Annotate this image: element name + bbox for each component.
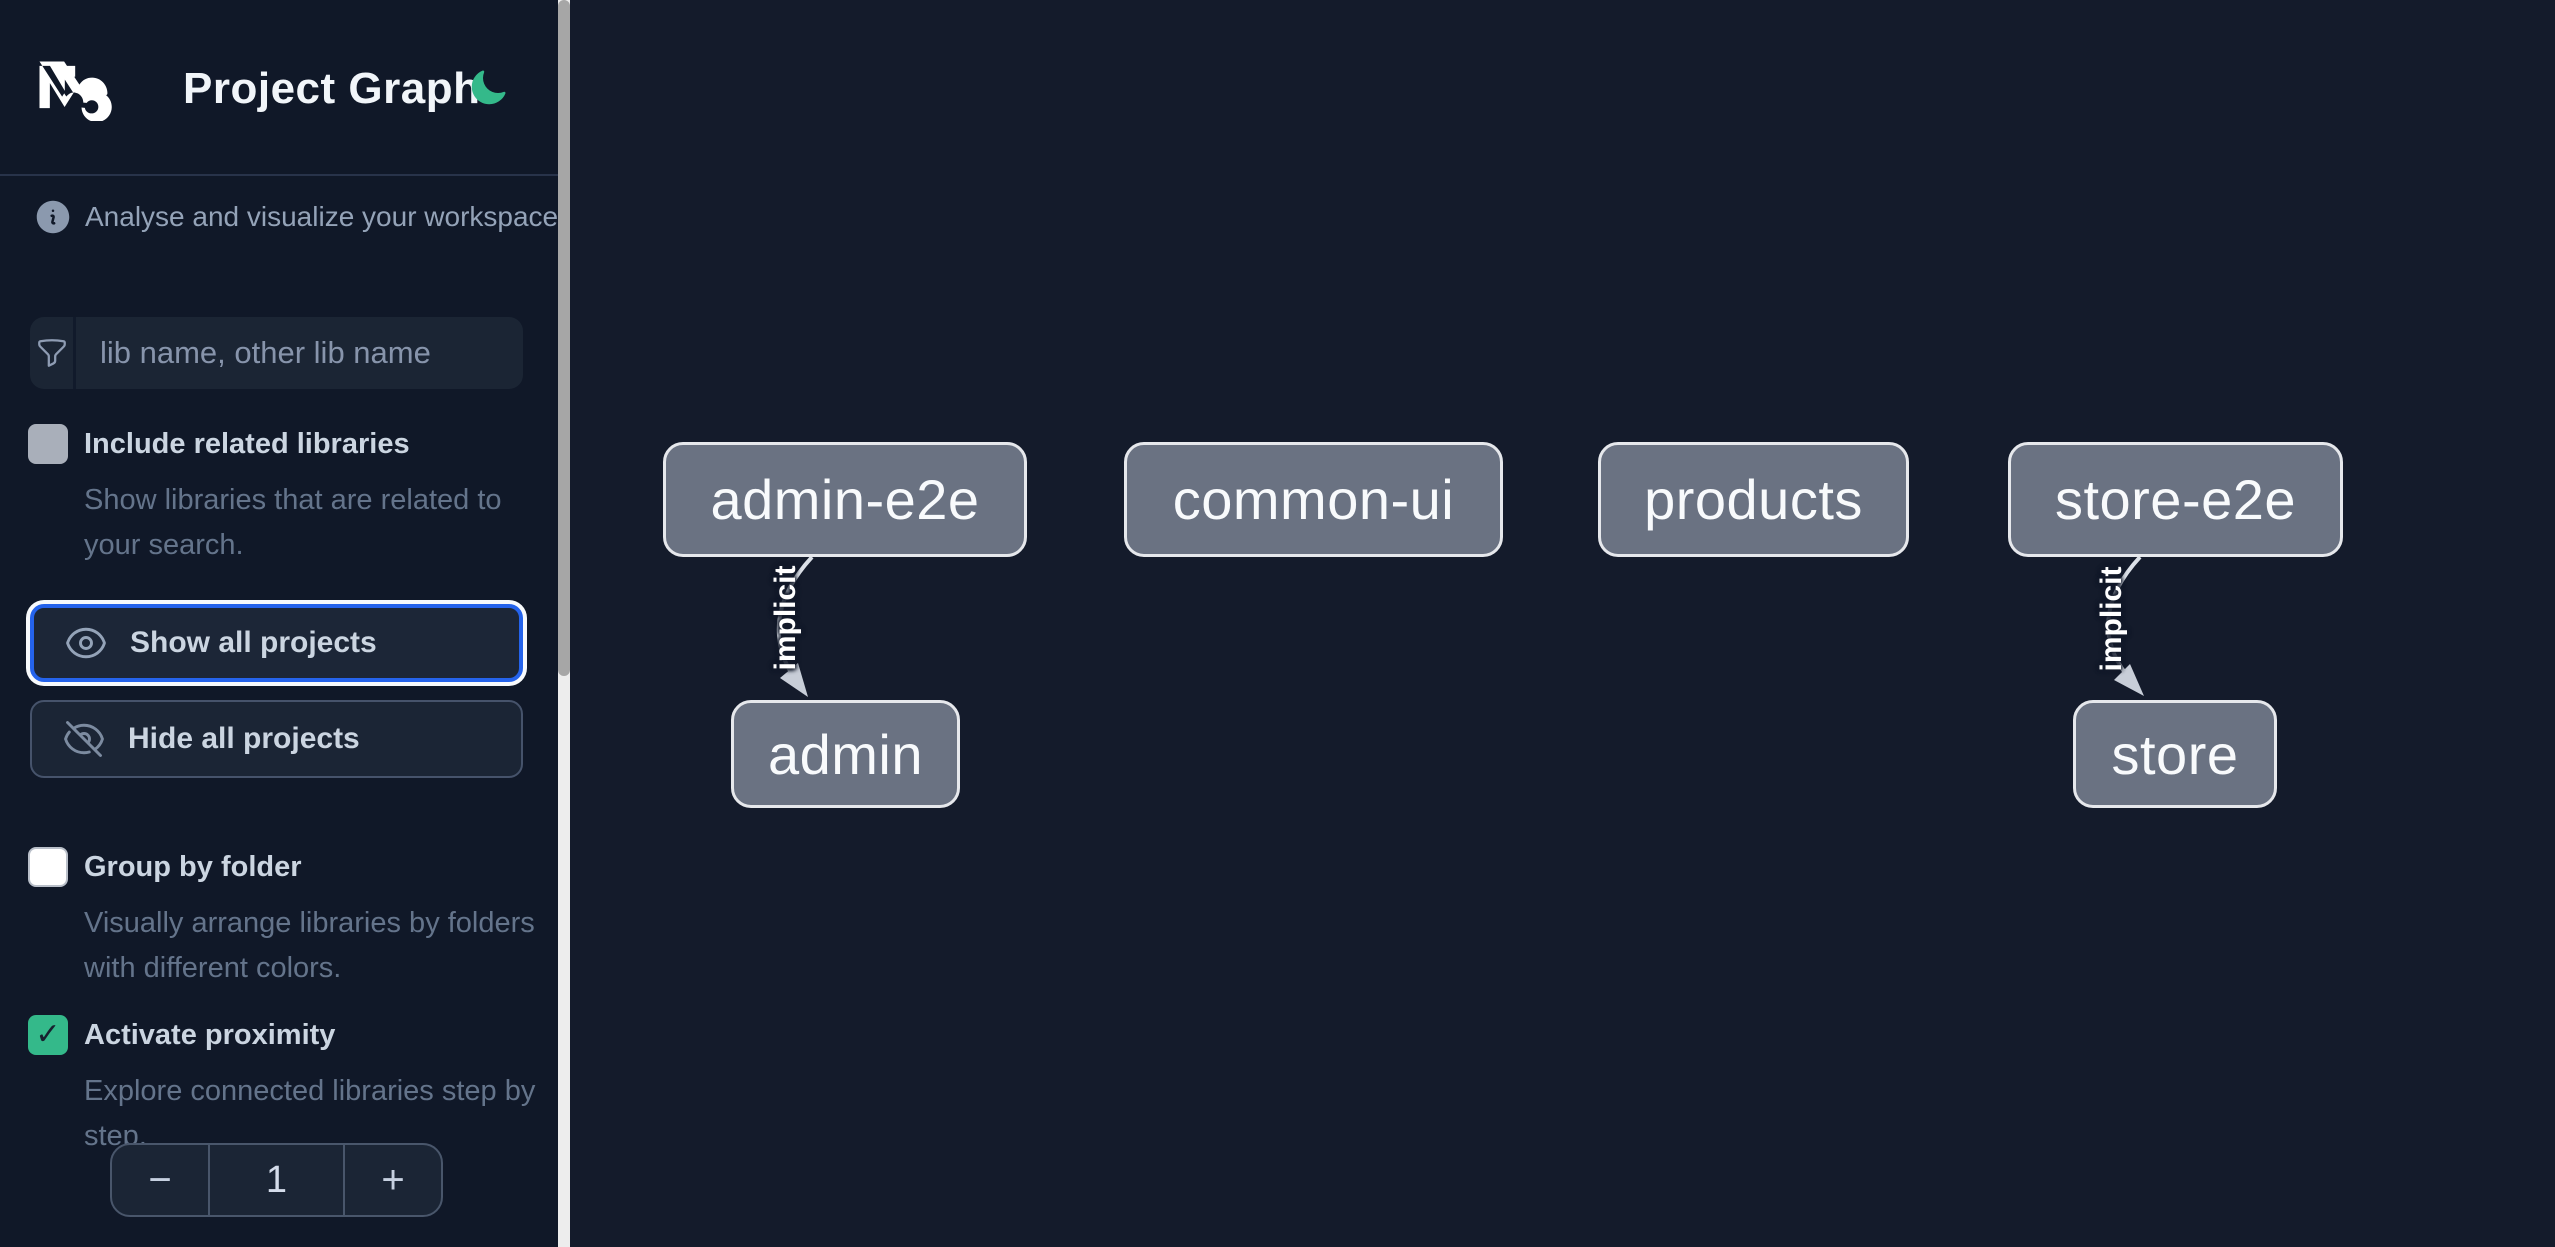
- graph-node-products[interactable]: products: [1598, 442, 1909, 557]
- include-related-label[interactable]: Include related libraries: [84, 427, 410, 460]
- activate-proximity-description: Explore connected libraries step by step…: [84, 1075, 536, 1152]
- group-by-folder-label[interactable]: Group by folder: [84, 850, 302, 883]
- option-include-related: Include related libraries Show libraries…: [28, 424, 528, 568]
- graph-edges: [776, 555, 2144, 697]
- stepper-value: 1: [208, 1145, 345, 1215]
- intro-row: Analyse and visualize your workspace.: [33, 197, 566, 237]
- eye-slash-icon: [64, 721, 104, 757]
- node-label: store: [2111, 722, 2239, 786]
- page-title: Project Graph: [183, 64, 481, 113]
- graph-node-store-e2e[interactable]: store-e2e: [2008, 442, 2343, 557]
- nx-logo: [39, 61, 112, 121]
- node-label: admin: [767, 722, 924, 786]
- option-group-by-folder: Group by folder Visually arrange librari…: [28, 847, 535, 991]
- option-activate-proximity: ✓ Activate proximity Explore connected l…: [28, 1015, 535, 1159]
- edge-arrowhead: [2114, 664, 2144, 696]
- node-label: products: [1644, 468, 1863, 531]
- hide-all-projects-button[interactable]: Hide all projects: [30, 700, 523, 778]
- sidebar-header: Project Graph: [0, 0, 558, 176]
- proximity-depth-stepper: − 1 +: [110, 1143, 443, 1217]
- edge-admin-e2e-to-admin: [776, 555, 814, 697]
- include-related-checkbox[interactable]: [28, 424, 68, 464]
- moon-icon: [471, 70, 506, 105]
- search-box: [30, 317, 523, 389]
- node-label: store-e2e: [2054, 468, 2297, 531]
- node-label: admin-e2e: [710, 468, 980, 531]
- graph-node-admin[interactable]: admin: [731, 700, 960, 808]
- activate-proximity-label[interactable]: Activate proximity: [84, 1018, 336, 1051]
- include-related-description: Show libraries that are related to your …: [84, 484, 502, 561]
- graph-canvas[interactable]: implicit implicit admin-e2e common-ui pr…: [570, 0, 2555, 1247]
- eye-icon: [66, 627, 106, 659]
- info-circle-icon: [36, 200, 70, 234]
- checkmark-icon: ✓: [35, 1018, 61, 1051]
- show-all-projects-label: Show all projects: [130, 626, 377, 659]
- intro-text: Analyse and visualize your workspace.: [85, 201, 566, 232]
- graph-node-common-ui[interactable]: common-ui: [1124, 442, 1503, 557]
- node-label: common-ui: [1172, 468, 1455, 531]
- theme-toggle-button[interactable]: [468, 68, 508, 108]
- increment-button[interactable]: +: [345, 1145, 441, 1215]
- edge-label[interactable]: implicit: [769, 565, 802, 671]
- search-input[interactable]: [76, 317, 523, 389]
- graph-node-store[interactable]: store: [2073, 700, 2277, 808]
- search-icon-cell: [30, 317, 76, 389]
- activate-proximity-checkbox[interactable]: ✓: [28, 1015, 68, 1055]
- edge-arrowhead: [780, 663, 808, 697]
- hide-all-projects-label: Hide all projects: [128, 722, 360, 755]
- graph-node-admin-e2e[interactable]: admin-e2e: [663, 442, 1027, 557]
- edge-store-e2e-to-store: [2106, 555, 2144, 696]
- sidebar: Project Graph Analyse and visualize your…: [0, 0, 570, 1247]
- show-all-projects-button[interactable]: Show all projects: [30, 604, 523, 682]
- decrement-button[interactable]: −: [112, 1145, 208, 1215]
- group-by-folder-description: Visually arrange libraries by folders wi…: [84, 907, 535, 984]
- edge-label[interactable]: implicit: [2095, 566, 2128, 672]
- sidebar-scrollbar-thumb[interactable]: [558, 0, 570, 676]
- funnel-icon: [37, 339, 66, 367]
- group-by-folder-checkbox[interactable]: [28, 847, 68, 887]
